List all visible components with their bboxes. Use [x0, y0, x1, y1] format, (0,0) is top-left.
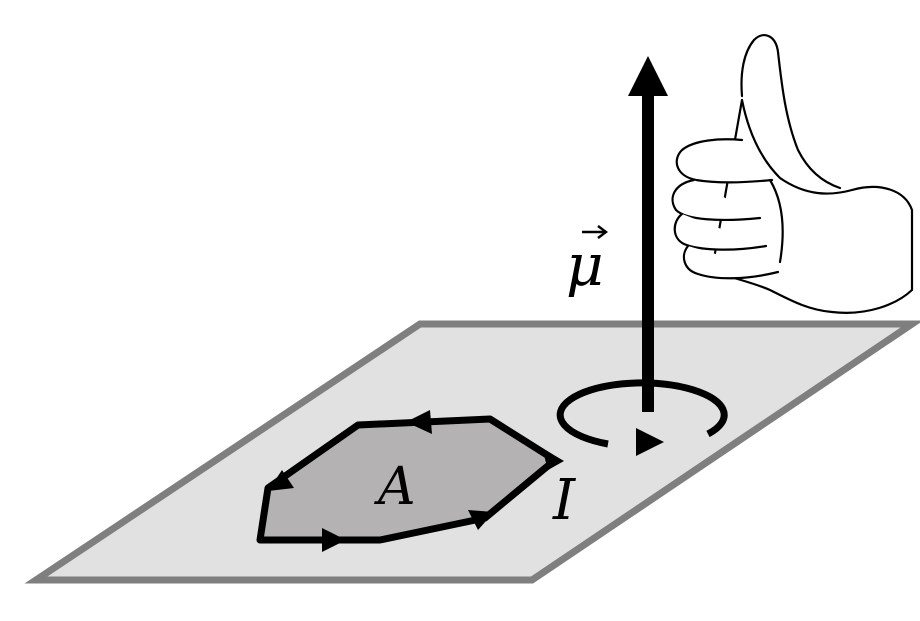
loop-arrow-down-left: [268, 470, 294, 491]
rotation-arrowhead: [636, 428, 664, 456]
finger-4: [682, 244, 780, 280]
rotation-circle-arrow: [556, 379, 728, 448]
current-loop: [256, 415, 559, 544]
area-label: A: [374, 457, 416, 517]
loop-arrow-left-top: [406, 410, 432, 434]
finger-3: [673, 212, 768, 251]
arrow-up-icon: [628, 56, 668, 96]
hand-back: [710, 98, 914, 314]
thumb: [740, 34, 842, 190]
knuckle-line: [768, 178, 784, 264]
current-label: I: [552, 468, 577, 533]
thumbs-up-hand-icon: [671, 34, 914, 314]
vector-bar-head: [597, 225, 608, 239]
loop-arrow-up-right: [468, 510, 494, 530]
finger-1: [675, 138, 774, 184]
moment-vector: [628, 56, 668, 412]
moment-symbol: μ: [566, 231, 604, 299]
loop-direction-arrows: [268, 410, 564, 552]
loop-arrow-corner: [542, 448, 564, 470]
moment-label: μ: [566, 225, 608, 299]
loop-arrow-right-bottom: [322, 528, 346, 552]
finger-2: [671, 178, 762, 222]
